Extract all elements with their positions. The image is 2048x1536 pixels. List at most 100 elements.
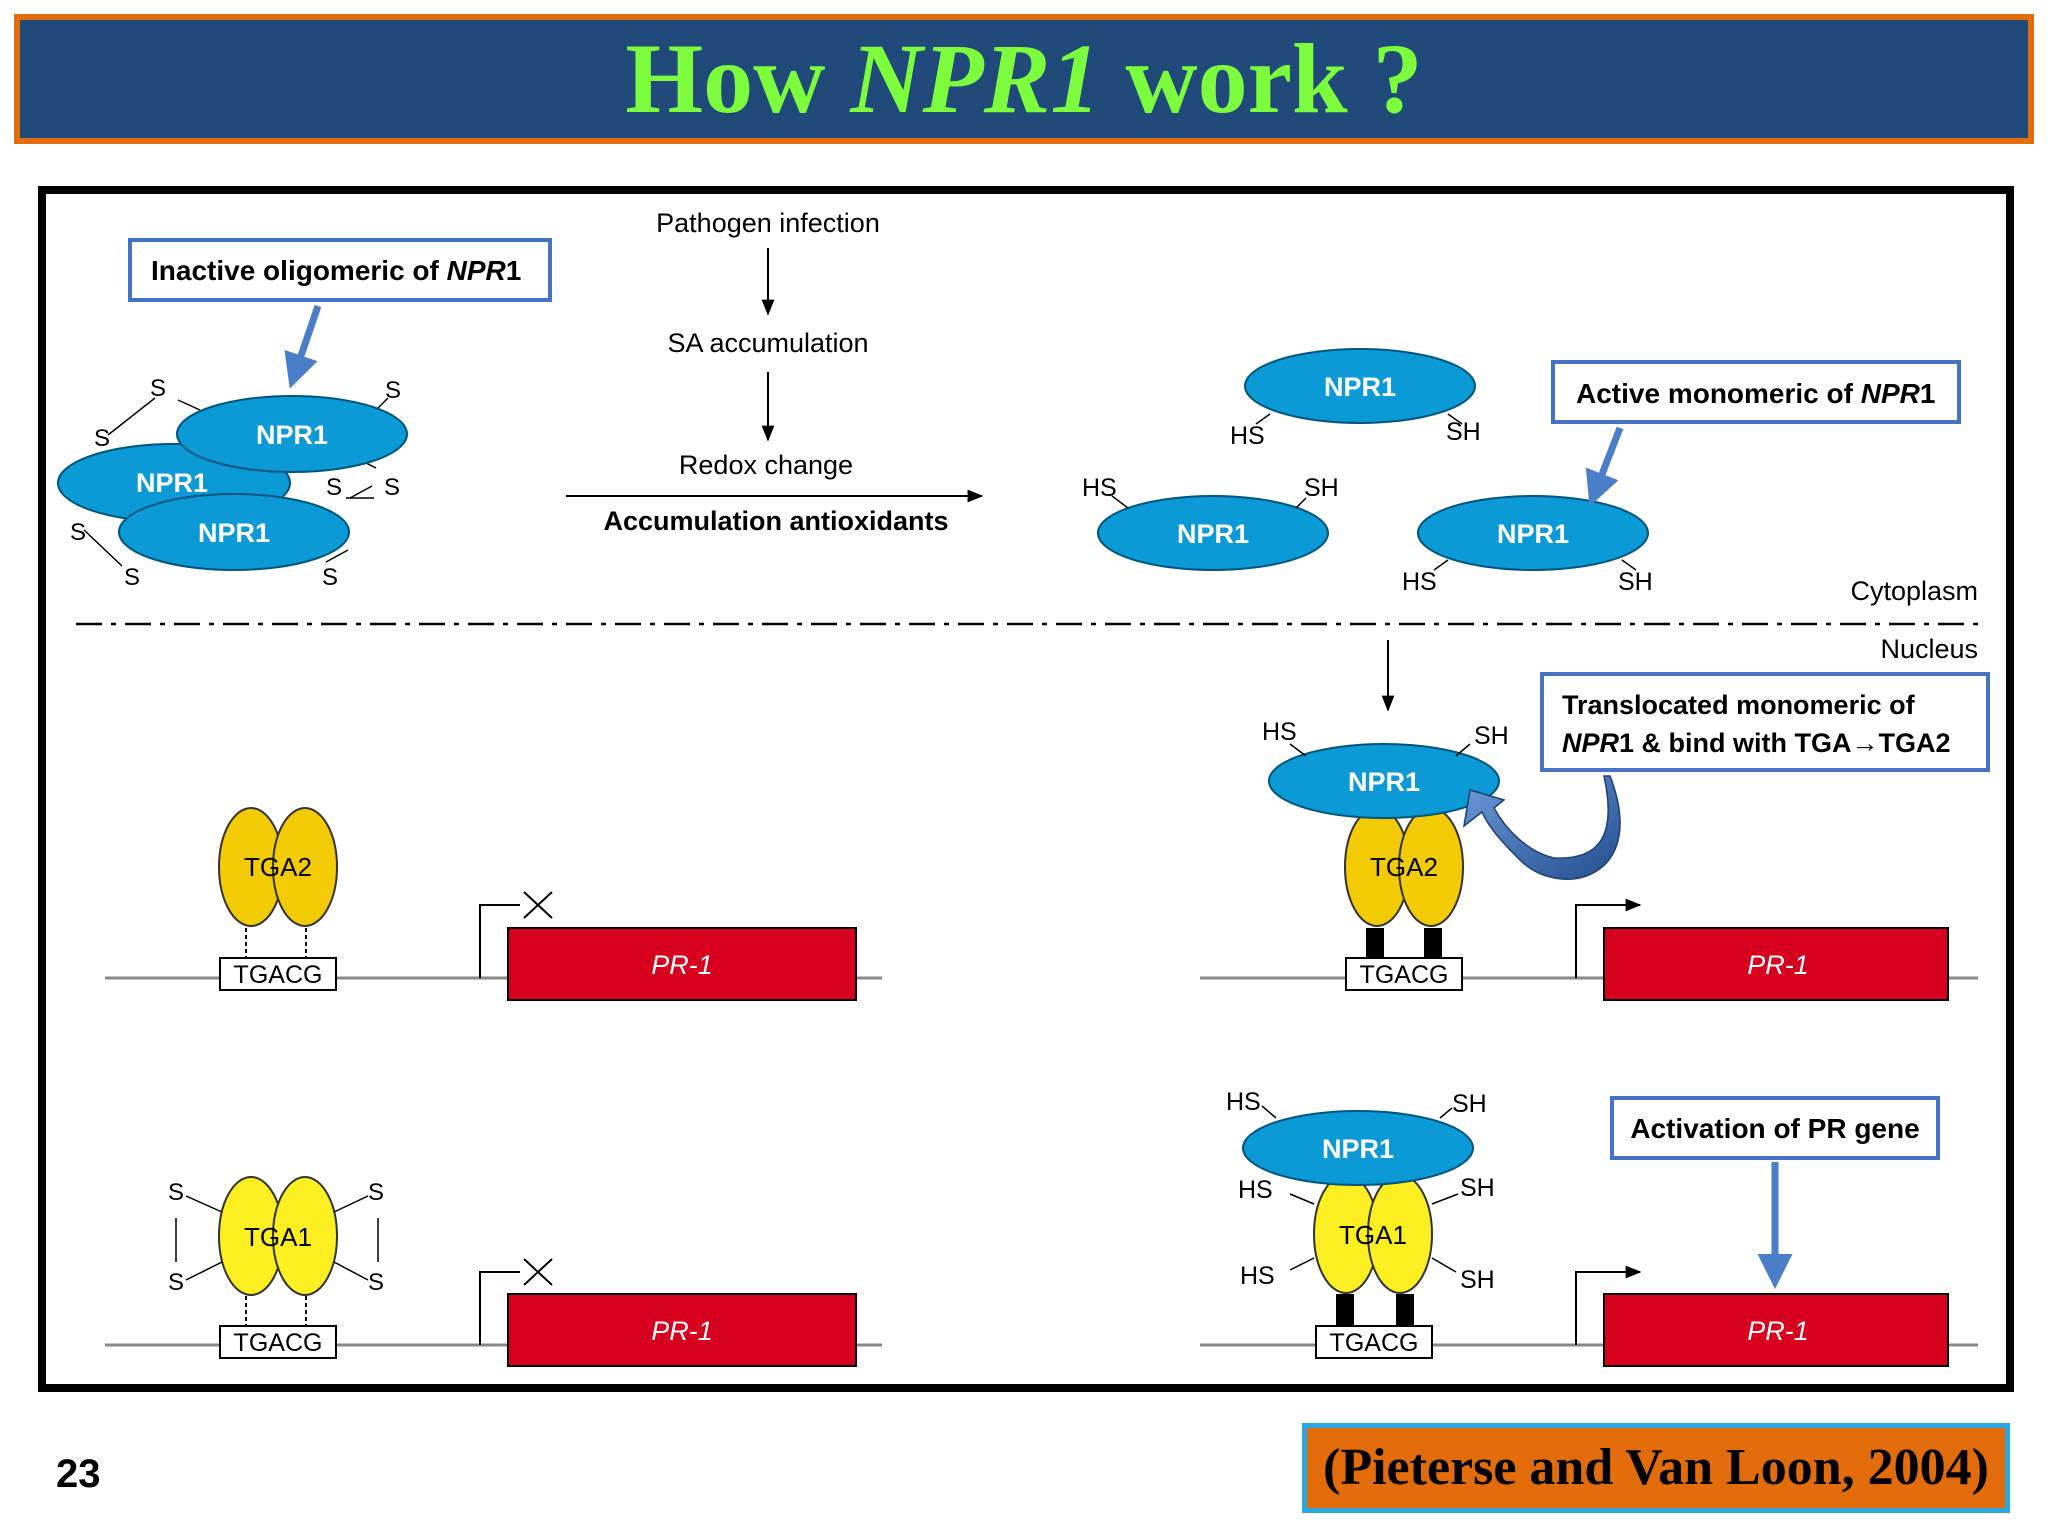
transcription-start-arrow-2 xyxy=(1575,1265,1642,1345)
tgacg-element: TGACG xyxy=(219,957,337,991)
svg-text:NPR1: NPR1 xyxy=(1348,767,1420,797)
svg-text:NPR1: NPR1 xyxy=(1324,372,1396,402)
svg-text:SH: SH xyxy=(1460,1266,1495,1294)
svg-text:NPR1: NPR1 xyxy=(136,468,208,498)
svg-text:HS: HS xyxy=(1238,1176,1273,1204)
svg-text:TGACG: TGACG xyxy=(1360,961,1449,989)
svg-text:S: S xyxy=(168,1179,184,1206)
pathway-step-pathogen: Pathogen infection xyxy=(656,208,880,238)
svg-text:SH: SH xyxy=(1446,418,1481,446)
blocked-transcription-icon xyxy=(523,891,553,919)
tga1-dimer: TGA1 xyxy=(218,1176,338,1296)
npr1-bound-tga2: NPR1 HS SH xyxy=(1262,718,1509,819)
activation-callout-text: Activation of PR gene xyxy=(1630,1113,1919,1144)
citation-box: (Pieterse and Van Loon, 2004) xyxy=(1302,1423,2010,1513)
translocated-callout: Translocated monomeric of NPR1 & bind wi… xyxy=(1540,672,1990,772)
svg-text:S: S xyxy=(322,564,338,591)
svg-text:PR-1: PR-1 xyxy=(651,950,713,980)
svg-text:S: S xyxy=(150,375,166,402)
pr1-gene-active: PR-1 xyxy=(1603,927,1949,1001)
transcription-start-arrow xyxy=(1575,898,1642,978)
svg-text:HS: HS xyxy=(1082,474,1117,502)
translocated-callout-line2: NPR1 & bind with TGA→TGA2 xyxy=(1562,728,1951,758)
svg-text:SH: SH xyxy=(1452,1090,1487,1118)
disulfide-bonds-oligomer xyxy=(83,397,389,567)
pr1-gene-inactive-2: PR-1 xyxy=(507,1293,857,1367)
svg-text:PR-1: PR-1 xyxy=(1747,950,1809,980)
tga1-disulfide-bonds xyxy=(175,1195,379,1281)
pathway-step-antioxidants: Accumulation antioxidants xyxy=(603,506,948,536)
svg-text:S: S xyxy=(94,425,110,452)
svg-text:NPR1: NPR1 xyxy=(198,518,270,548)
svg-text:SH: SH xyxy=(1304,474,1339,502)
svg-text:NPR1: NPR1 xyxy=(1497,519,1569,549)
svg-text:S: S xyxy=(124,564,140,591)
title-bar: How NPR1 work ? xyxy=(14,14,2034,144)
svg-text:TGACG: TGACG xyxy=(1330,1329,1419,1357)
pr1-gene-inactive: PR-1 xyxy=(507,927,857,1001)
tgacg-element-3: TGACG xyxy=(1345,957,1463,991)
svg-text:PR-1: PR-1 xyxy=(651,1316,713,1346)
svg-text:NPR1: NPR1 xyxy=(1322,1134,1394,1164)
svg-text:SH: SH xyxy=(1460,1174,1495,1202)
npr1-oligomer-bottom: NPR1 xyxy=(118,493,350,571)
svg-text:TGA1: TGA1 xyxy=(1339,1220,1407,1250)
svg-text:S: S xyxy=(385,377,401,404)
tga1-inactive-construct: TGA1 S S S S TGACG xyxy=(105,1176,882,1367)
inactive-callout-text: Inactive oligomeric of NPR1 xyxy=(151,255,521,286)
blocked-transcription-icon-2 xyxy=(523,1258,553,1286)
binding-curved-arrow xyxy=(1462,775,1621,880)
svg-text:S: S xyxy=(384,474,400,501)
svg-text:TGA2: TGA2 xyxy=(1370,852,1438,882)
translocated-callout-line1: Translocated monomeric of xyxy=(1562,690,1916,720)
svg-text:SH: SH xyxy=(1618,568,1653,596)
svg-text:NPR1: NPR1 xyxy=(1177,519,1249,549)
svg-text:S: S xyxy=(368,1179,384,1206)
svg-text:HS: HS xyxy=(1240,1262,1275,1290)
tga2-dimer: TGA2 xyxy=(218,807,338,927)
svg-text:TGA1: TGA1 xyxy=(244,1222,312,1252)
npr1-oligomer: NPR1 NPR1 NPR1 xyxy=(57,395,408,571)
npr1-monomer-top: NPR1 HS SH xyxy=(1230,348,1481,450)
tga2-dimer-bound: TGA2 xyxy=(1344,807,1464,927)
slide-number: 23 xyxy=(56,1452,101,1496)
slide-title: How NPR1 work ? xyxy=(625,23,1423,134)
pathway-cascade: Pathogen infection SA accumulation Redox… xyxy=(566,208,984,536)
svg-text:PR-1: PR-1 xyxy=(1747,1316,1809,1346)
svg-text:NPR1: NPR1 xyxy=(256,420,328,450)
cytoplasm-label: Cytoplasm xyxy=(1850,576,1978,606)
svg-text:SH: SH xyxy=(1474,722,1509,750)
svg-text:HS: HS xyxy=(1230,422,1265,450)
svg-text:HS: HS xyxy=(1226,1088,1261,1116)
activation-callout: Activation of PR gene xyxy=(1610,1096,1940,1160)
tgacg-element-2: TGACG xyxy=(219,1325,337,1359)
citation-text: (Pieterse and Van Loon, 2004) xyxy=(1323,1439,1989,1496)
svg-text:TGACG: TGACG xyxy=(234,1329,323,1357)
inactive-callout: Inactive oligomeric of NPR1 xyxy=(128,238,552,302)
svg-text:S: S xyxy=(168,1269,184,1296)
pathway-step-redox: Redox change xyxy=(679,450,853,480)
svg-text:HS: HS xyxy=(1262,718,1297,746)
svg-text:S: S xyxy=(70,519,86,546)
svg-text:S: S xyxy=(326,474,342,501)
active-callout-arrow xyxy=(1585,426,1624,507)
svg-text:HS: HS xyxy=(1402,568,1437,596)
svg-text:S: S xyxy=(368,1269,384,1296)
tga2-active-construct: TGA2 NPR1 HS SH TGACG PR-1 xyxy=(1200,718,1978,1001)
nucleus-label: Nucleus xyxy=(1880,634,1978,664)
svg-text:TGACG: TGACG xyxy=(234,961,323,989)
tga1-active-construct: TGA1 HS HS SH SH NPR1 HS SH xyxy=(1200,1088,1978,1367)
pr1-gene-active-2: PR-1 xyxy=(1603,1293,1949,1367)
npr1-bound-tga1: NPR1 HS SH xyxy=(1226,1088,1487,1186)
tga2-inactive-construct: TGA2 TGACG PR-1 xyxy=(105,807,882,1001)
pathway-step-sa: SA accumulation xyxy=(667,328,868,358)
npr1-oligomer-top: NPR1 xyxy=(176,395,408,473)
tgacg-element-4: TGACG xyxy=(1315,1325,1433,1359)
tga1-dimer-bound: TGA1 xyxy=(1313,1174,1433,1294)
npr1-monomer-left: NPR1 HS SH xyxy=(1082,474,1339,571)
inactive-callout-arrow xyxy=(284,304,322,389)
npr1-monomer-right: NPR1 HS SH xyxy=(1402,495,1653,596)
oligomer-sulfur-labels: S S S S S S S S xyxy=(70,375,401,591)
active-callout: Active monomeric of NPR1 xyxy=(1551,360,1961,424)
